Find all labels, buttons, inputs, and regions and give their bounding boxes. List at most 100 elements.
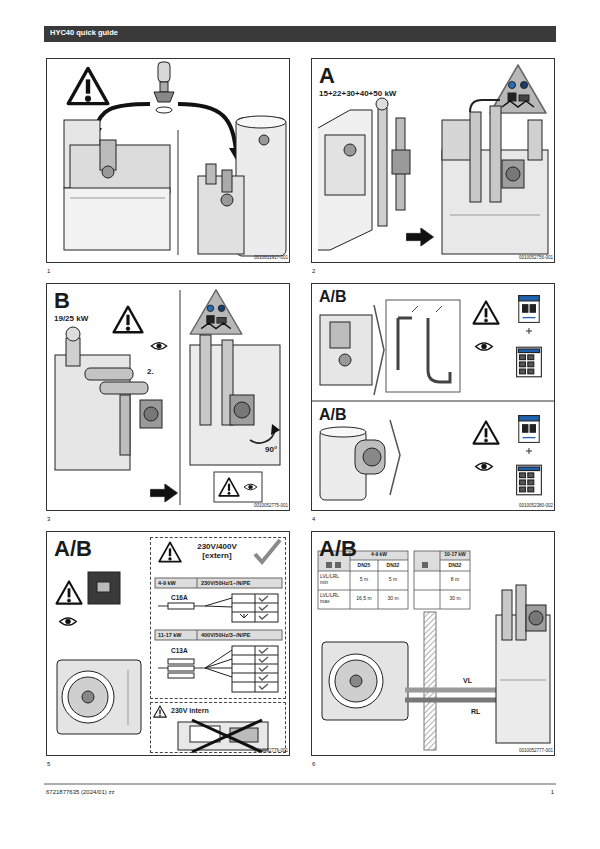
panel-4-art-part — [363, 448, 381, 466]
panel-3-art-part — [66, 338, 80, 366]
panel-6-art-part — [322, 642, 408, 720]
panel-4-text: 4 — [312, 516, 315, 523]
panel-6-art-part-part — [318, 590, 408, 591]
panel-6-art-part — [405, 640, 508, 690]
internal-supply-box: 230V intern — [150, 702, 286, 753]
panel-6-text: A/B — [319, 536, 357, 561]
panel-5-art-part — [168, 603, 194, 609]
table-cell: 16,5 m — [350, 596, 378, 602]
panel-4: A/BA/B0010052380-0024 — [311, 283, 555, 511]
panel-6-art-part — [350, 675, 362, 687]
header-bar — [44, 26, 556, 42]
panel-2-art-part — [376, 98, 388, 110]
panel-5-art-part — [128, 670, 129, 725]
footer-rule — [44, 784, 556, 785]
panel-4-art — [311, 296, 555, 500]
panel-6-art-part — [350, 551, 408, 560]
panel-4-art-part — [474, 301, 499, 323]
panel-3-art-part — [66, 327, 80, 341]
panel-2-art-part — [318, 110, 372, 250]
panel-5-art-part — [205, 598, 232, 607]
panel-5: A/B0010052776-0015230V/400V [extern]4-9 … — [46, 531, 290, 756]
panel-1-art-part — [198, 176, 244, 254]
panel-6-art-part — [414, 551, 440, 571]
internal-supply-box-text: 230V intern — [171, 707, 209, 715]
panel-5-art-part — [159, 542, 181, 561]
footer-text: 1 — [530, 789, 554, 796]
panel-5-art-part — [154, 706, 167, 717]
panel-2-text: 15+22+30+40+50 kW — [319, 89, 396, 98]
panel-4-art-part — [320, 427, 366, 437]
table-cell: 8 m — [440, 577, 470, 583]
panel-3-art-part — [250, 430, 275, 443]
panel-2-art-part — [490, 106, 501, 202]
panel-3-art-part — [271, 424, 280, 435]
footer-text: 6721877635 (2024/01) zz — [46, 789, 114, 796]
panel-5-art-part — [232, 646, 278, 692]
external-supply-box-text: C16A — [171, 594, 188, 601]
panel-3-art-part — [100, 382, 148, 394]
panel-1-text: 1 — [47, 268, 50, 275]
panel-5-art-part — [259, 596, 268, 619]
table-cell: DN32 — [378, 563, 408, 569]
panel-4-art-part — [526, 451, 532, 452]
header-title: HYC40 quick guide — [50, 29, 118, 38]
table-cell: DN25 — [350, 563, 378, 569]
panel-3-art-part — [151, 484, 178, 502]
panel-3-art-part — [180, 290, 181, 505]
panel-5-art-part — [168, 666, 194, 671]
panel-1-art-part — [178, 130, 179, 255]
panel-2-text: 2 — [312, 268, 315, 275]
panel-4-text: 0010052380-002 — [493, 503, 553, 508]
panel-4-art-part — [386, 300, 460, 392]
panel-1-art-part — [68, 68, 108, 103]
panel-5-art-part — [255, 594, 256, 622]
panel-5-art-part — [192, 720, 262, 752]
panel-3-art-part — [219, 478, 239, 496]
external-supply-box-text: 4-9 kW — [158, 580, 176, 586]
panel-6-art-part-part — [350, 560, 408, 561]
panel-1-art-part — [206, 164, 216, 184]
panel-5-art-part — [192, 720, 262, 752]
panel-2-art-part — [502, 160, 524, 188]
table-cell: LVL/LRL min — [320, 574, 348, 586]
panel-6-art-part-part — [318, 571, 408, 572]
panel-5-art-part — [155, 578, 282, 588]
panel-6-art-part-part — [335, 562, 341, 568]
external-supply-box-text: 11-17 kW — [158, 632, 182, 638]
panel-3-art-part — [151, 343, 166, 350]
panel-6-art-part-part — [414, 551, 470, 609]
panel-6-art-part — [502, 590, 512, 640]
panel-1-art-part — [70, 145, 170, 193]
panel-1-art-part — [178, 104, 236, 150]
panel-5-art-part — [240, 614, 248, 618]
panel-5-art-part — [97, 582, 110, 592]
panel-2-text: A — [319, 63, 335, 88]
table-cell: 5 m — [378, 577, 408, 583]
panel-2-art-part — [325, 135, 365, 195]
panel-5-art-part — [88, 572, 120, 604]
panel-4-art-part — [519, 296, 539, 323]
panel-4-art-part — [526, 331, 532, 332]
panel-5-art-part — [168, 673, 194, 678]
panel-1-art-part — [70, 198, 165, 199]
panel-1-art-part — [154, 92, 174, 102]
panel-1-text: 0010011917-001 — [228, 255, 288, 260]
panel-6: A/BVLRL0010052777-0016 — [311, 531, 555, 756]
panel-3-art-part — [190, 290, 242, 334]
panel-3-art-part — [120, 395, 130, 455]
panel-3-art — [55, 290, 280, 505]
panel-1-art-part — [259, 135, 269, 145]
panel-6-art-part-part — [422, 562, 428, 568]
panel-6-text: VL — [463, 677, 472, 685]
panel-4-art-part — [519, 416, 539, 443]
panel-4-art-part — [476, 343, 493, 350]
panel-5-art-part — [205, 650, 232, 677]
panel-1-art-part — [64, 188, 170, 250]
panel-5-art-part — [57, 581, 82, 603]
panel-4-art-part — [355, 440, 385, 474]
panel-1-art-part — [160, 82, 168, 92]
panel-5-art-part — [178, 722, 268, 750]
panel-6-art-part — [529, 611, 543, 625]
